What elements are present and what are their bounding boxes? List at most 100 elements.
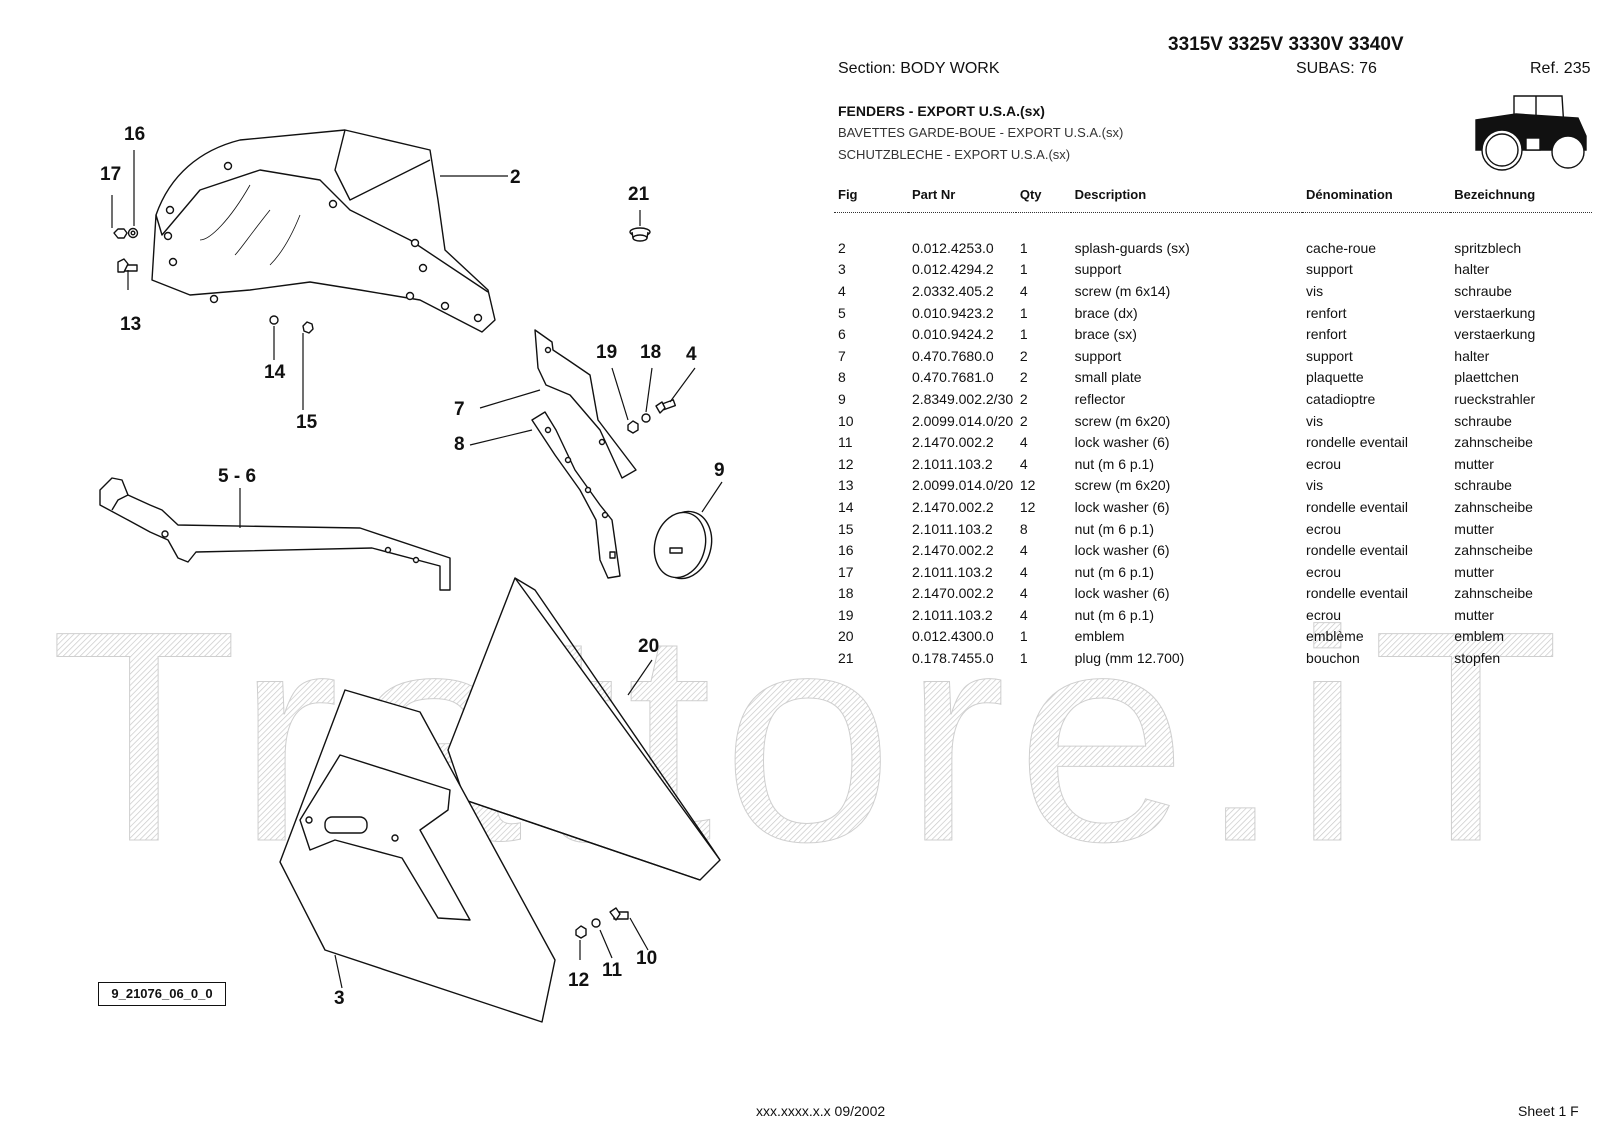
cell-denomination: catadioptre <box>1306 390 1376 407</box>
exploded-diagram: 2 16 17 13 14 15 21 7 8 19 18 4 5 - 6 9 … <box>99 124 725 1023</box>
cell-description: emblem <box>1074 628 1125 645</box>
footer-code: xxx.xxxx.x.x 09/2002 <box>756 1103 886 1119</box>
cell-description: brace (dx) <box>1074 304 1138 321</box>
section-label: Section: BODY WORK <box>838 60 1000 77</box>
cell-bezeichnung: spritzblech <box>1454 239 1522 256</box>
cell-bezeichnung: zahnscheibe <box>1454 434 1533 451</box>
cell-denomination: rondelle eventail <box>1306 434 1408 451</box>
cell-description: screw (m 6x14) <box>1074 282 1171 299</box>
cell-description: splash-guards (sx) <box>1074 239 1190 256</box>
cell-part-nr: 2.1011.103.2 <box>911 606 993 623</box>
cell-fig: 18 <box>838 585 854 602</box>
nut-15 <box>302 321 314 334</box>
ref-label: Ref. 235 <box>1530 60 1591 77</box>
drawing-number: 9_21076_06_0_0 <box>98 982 226 1006</box>
cell-fig: 17 <box>838 563 854 580</box>
cell-denomination: bouchon <box>1306 650 1360 667</box>
cell-part-nr: 2.8349.002.2/30 <box>911 390 1014 407</box>
cell-denomination: rondelle eventail <box>1306 585 1408 602</box>
cell-description: reflector <box>1074 390 1126 407</box>
cell-qty: 4 <box>1019 455 1028 472</box>
cell-qty: 1 <box>1019 650 1028 667</box>
callout-16: 16 <box>124 124 145 145</box>
cell-description: nut (m 6 p.1) <box>1074 563 1154 580</box>
title-english: FENDERS - EXPORT U.S.A.(sx) <box>838 103 1045 119</box>
cell-part-nr: 0.010.9423.2 <box>911 304 994 321</box>
cell-description: screw (m 6x20) <box>1074 412 1171 429</box>
cell-part-nr: 2.0332.405.2 <box>911 282 994 299</box>
cell-fig: 2 <box>838 239 846 256</box>
col-header-description: Description <box>1070 182 1303 213</box>
callout-8: 8 <box>454 434 465 455</box>
cell-description: nut (m 6 p.1) <box>1074 606 1154 623</box>
nut-19 <box>627 420 639 434</box>
callout-11: 11 <box>602 960 623 981</box>
cell-denomination: support <box>1306 347 1353 364</box>
cell-fig: 15 <box>838 520 854 537</box>
cell-fig: 16 <box>838 542 854 559</box>
callout-5-6: 5 - 6 <box>218 466 256 487</box>
cell-bezeichnung: emblem <box>1454 628 1505 645</box>
splash-guard-part-2 <box>151 129 496 333</box>
cell-part-nr: 2.0099.014.0/20 <box>911 412 1014 429</box>
cell-bezeichnung: zahnscheibe <box>1454 498 1533 515</box>
cell-description: nut (m 6 p.1) <box>1074 520 1154 537</box>
cell-denomination: cache-roue <box>1306 239 1377 256</box>
cell-description: support <box>1074 347 1122 364</box>
screw-10 <box>609 907 629 921</box>
cell-denomination: plaquette <box>1306 369 1364 386</box>
cell-bezeichnung: plaettchen <box>1454 369 1519 386</box>
cell-bezeichnung: verstaerkung <box>1454 304 1536 321</box>
cell-qty: 4 <box>1019 606 1028 623</box>
cell-part-nr: 2.1470.002.2 <box>911 434 994 451</box>
nut-17 <box>113 228 128 239</box>
cell-part-nr: 2.1011.103.2 <box>911 520 993 537</box>
col-header-denomination: Dénomination <box>1302 182 1451 213</box>
cell-bezeichnung: verstaerkung <box>1454 326 1536 343</box>
callout-15: 15 <box>296 412 318 433</box>
cell-qty: 2 <box>1019 390 1028 407</box>
cell-bezeichnung: mutter <box>1454 520 1494 537</box>
cell-part-nr: 2.1470.002.2 <box>911 585 994 602</box>
cell-fig: 4 <box>838 282 846 299</box>
col-header-fig: Fig <box>834 182 908 213</box>
cell-bezeichnung: mutter <box>1454 606 1494 623</box>
cell-bezeichnung: mutter <box>1454 563 1494 580</box>
support-plate-3 <box>279 689 556 1023</box>
cell-fig: 5 <box>838 304 846 321</box>
cell-fig: 20 <box>838 628 854 645</box>
cell-denomination: emblème <box>1306 628 1364 645</box>
cell-qty: 4 <box>1019 563 1028 580</box>
brace-5-6 <box>99 477 451 591</box>
cell-description: lock washer (6) <box>1074 434 1170 451</box>
cell-bezeichnung: zahnscheibe <box>1454 542 1533 559</box>
tractor-icon <box>1475 95 1587 171</box>
cell-bezeichnung: halter <box>1454 347 1490 364</box>
cell-description: lock washer (6) <box>1074 498 1170 515</box>
col-header-bezeichnung: Bezeichnung <box>1450 182 1592 213</box>
cell-qty: 1 <box>1019 326 1028 343</box>
cell-fig: 9 <box>838 390 846 407</box>
cell-qty: 1 <box>1019 628 1028 645</box>
cell-part-nr: 0.470.7681.0 <box>911 369 994 386</box>
cell-denomination: support <box>1306 261 1353 278</box>
cell-bezeichnung: stopfen <box>1454 650 1501 667</box>
cell-denomination: ecrou <box>1306 455 1342 472</box>
subas-label: SUBAS: 76 <box>1296 60 1377 77</box>
cell-qty: 1 <box>1019 304 1028 321</box>
cell-description: plug (mm 12.700) <box>1074 650 1185 667</box>
footer-sheet: Sheet 1 F <box>1518 1103 1579 1119</box>
col-header-part-nr: Part Nr <box>907 182 1016 213</box>
title-french: BAVETTES GARDE-BOUE - EXPORT U.S.A.(sx) <box>838 125 1124 140</box>
cell-fig: 19 <box>838 606 854 623</box>
plate-8 <box>531 411 621 579</box>
cell-fig: 14 <box>838 498 854 515</box>
callout-20: 20 <box>638 636 659 657</box>
cell-description: nut (m 6 p.1) <box>1074 455 1154 472</box>
